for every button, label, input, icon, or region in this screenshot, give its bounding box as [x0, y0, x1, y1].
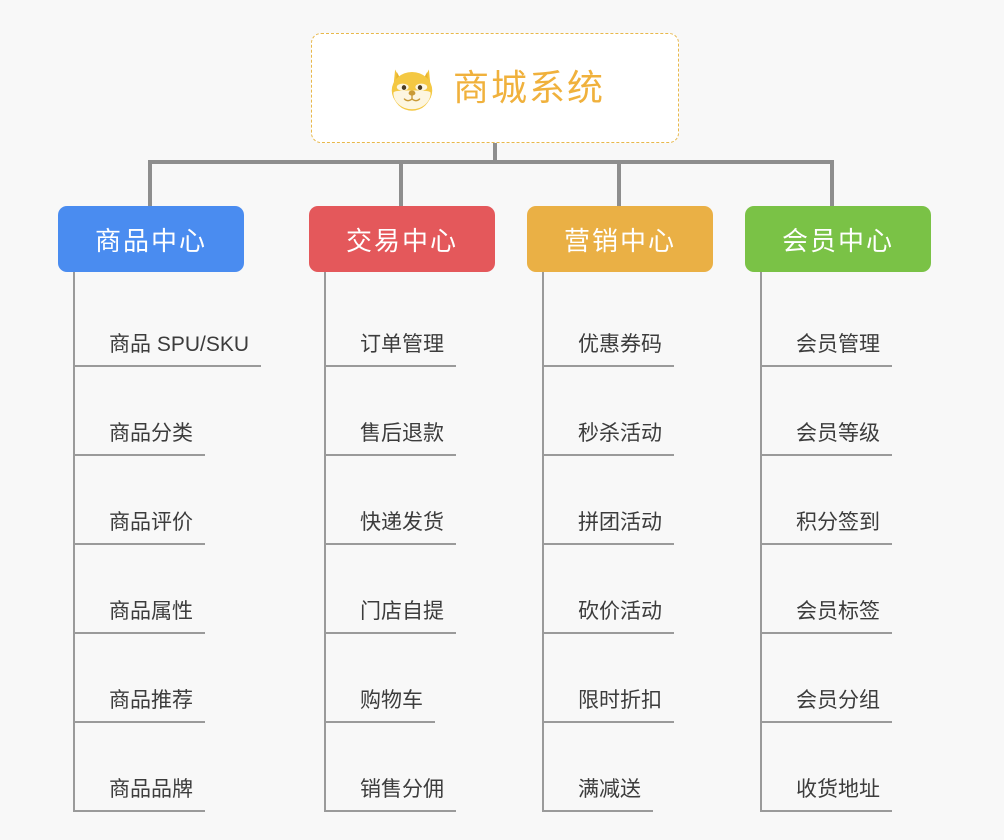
item-label: 商品 SPU/SKU — [75, 332, 262, 367]
list-item[interactable]: 会员分组 — [762, 634, 931, 723]
item-label: 商品分类 — [75, 421, 205, 456]
list-item[interactable]: 砍价活动 — [544, 545, 713, 634]
list-item[interactable]: 门店自提 — [326, 545, 495, 634]
connector-drop-3 — [617, 160, 621, 208]
connector-horizontal-bus — [148, 160, 834, 164]
list-item[interactable]: 销售分佣 — [326, 723, 495, 812]
list-item[interactable]: 订单管理 — [326, 278, 495, 367]
item-label: 收货地址 — [762, 777, 892, 812]
root-node[interactable]: 商城系统 — [311, 33, 679, 143]
item-label: 购物车 — [326, 688, 435, 723]
list-item[interactable]: 会员管理 — [762, 278, 931, 367]
item-label: 商品推荐 — [75, 688, 205, 723]
list-item[interactable]: 商品属性 — [75, 545, 261, 634]
item-label: 积分签到 — [762, 510, 892, 545]
list-item[interactable]: 优惠券码 — [544, 278, 713, 367]
item-label: 商品属性 — [75, 599, 205, 634]
item-label: 限时折扣 — [544, 688, 674, 723]
item-label: 订单管理 — [326, 332, 456, 367]
list-item[interactable]: 商品推荐 — [75, 634, 261, 723]
branch-trade-center: 交易中心 订单管理 售后退款 快递发货 门店自提 购物车 销售分佣 — [309, 206, 495, 812]
item-label: 门店自提 — [326, 599, 456, 634]
list-item[interactable]: 售后退款 — [326, 367, 495, 456]
item-label: 满减送 — [544, 777, 653, 812]
item-label: 拼团活动 — [544, 510, 674, 545]
item-label: 商品评价 — [75, 510, 205, 545]
list-item[interactable]: 商品品牌 — [75, 723, 261, 812]
list-item[interactable]: 商品评价 — [75, 456, 261, 545]
branch-header-1[interactable]: 商品中心 — [58, 206, 244, 272]
branch-member-center: 会员中心 会员管理 会员等级 积分签到 会员标签 会员分组 收货地址 — [745, 206, 931, 812]
list-item[interactable]: 秒杀活动 — [544, 367, 713, 456]
item-label: 会员管理 — [762, 332, 892, 367]
item-label: 快递发货 — [326, 510, 456, 545]
item-label: 会员标签 — [762, 599, 892, 634]
branch-header-2[interactable]: 交易中心 — [309, 206, 495, 272]
list-item[interactable]: 积分签到 — [762, 456, 931, 545]
connector-drop-1 — [148, 160, 152, 208]
list-item[interactable]: 会员等级 — [762, 367, 931, 456]
item-label: 会员分组 — [762, 688, 892, 723]
branch-item-list-2: 订单管理 售后退款 快递发货 门店自提 购物车 销售分佣 — [324, 272, 495, 812]
list-item[interactable]: 商品分类 — [75, 367, 261, 456]
item-label: 会员等级 — [762, 421, 892, 456]
list-item[interactable]: 限时折扣 — [544, 634, 713, 723]
branch-item-list-3: 优惠券码 秒杀活动 拼团活动 砍价活动 限时折扣 满减送 — [542, 272, 713, 812]
list-item[interactable]: 会员标签 — [762, 545, 931, 634]
branch-item-list-1: 商品 SPU/SKU 商品分类 商品评价 商品属性 商品推荐 商品品牌 — [73, 272, 262, 812]
branch-item-list-4: 会员管理 会员等级 积分签到 会员标签 会员分组 收货地址 — [760, 272, 931, 812]
shiba-dog-icon — [391, 69, 433, 111]
item-label: 销售分佣 — [326, 777, 456, 812]
list-item[interactable]: 商品 SPU/SKU — [75, 278, 262, 367]
branch-product-center: 商品中心 商品 SPU/SKU 商品分类 商品评价 商品属性 商品推荐 商品品牌 — [58, 206, 262, 812]
list-item[interactable]: 购物车 — [326, 634, 495, 723]
item-label: 商品品牌 — [75, 777, 205, 812]
list-item[interactable]: 收货地址 — [762, 723, 931, 812]
item-label: 秒杀活动 — [544, 421, 674, 456]
root-title: 商城系统 — [452, 67, 605, 108]
list-item[interactable]: 满减送 — [544, 723, 713, 812]
connector-stem — [493, 143, 497, 164]
branch-header-4[interactable]: 会员中心 — [745, 206, 931, 272]
connector-drop-2 — [399, 160, 403, 208]
list-item[interactable]: 拼团活动 — [544, 456, 713, 545]
item-label: 砍价活动 — [544, 599, 674, 634]
branch-marketing-center: 营销中心 优惠券码 秒杀活动 拼团活动 砍价活动 限时折扣 满减送 — [527, 206, 713, 812]
item-label: 优惠券码 — [544, 332, 674, 367]
item-label: 售后退款 — [326, 421, 456, 456]
list-item[interactable]: 快递发货 — [326, 456, 495, 545]
connector-drop-4 — [830, 160, 834, 208]
branch-header-3[interactable]: 营销中心 — [527, 206, 713, 272]
